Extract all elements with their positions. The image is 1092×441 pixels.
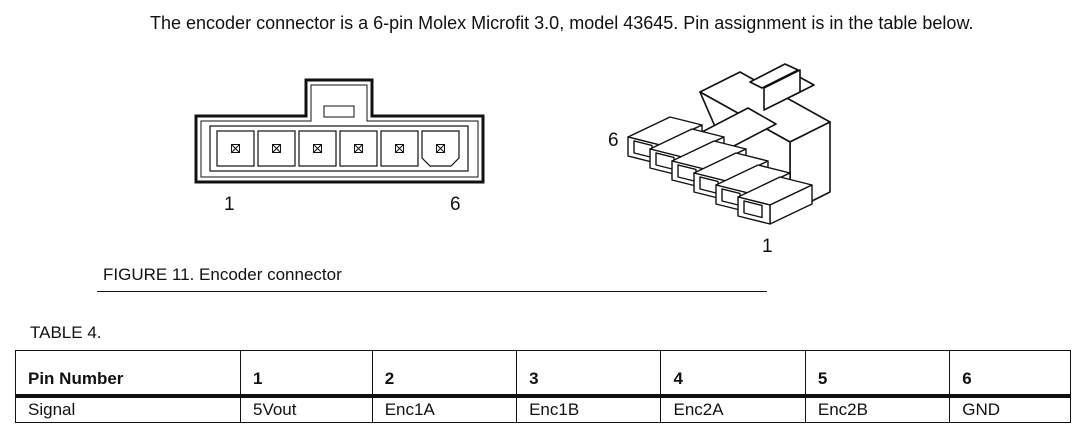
header-cell: 5: [804, 350, 951, 398]
isometric-pin-1-label: 1: [762, 236, 773, 257]
header-cell: 6: [949, 350, 1071, 398]
header-cell: 4: [660, 350, 806, 398]
table-cell: Enc2A: [660, 396, 806, 423]
table-cell: Enc2B: [804, 396, 951, 423]
connector-isometric-view-figure: [627, 63, 831, 225]
table-cell: GND: [949, 396, 1071, 423]
header-cell: 2: [371, 350, 518, 398]
caption-divider: [97, 291, 767, 292]
front-view-pin-1-label: 1: [224, 194, 235, 215]
pin-assignment-table: Pin Number 1 2 3 4 5 6 Signal 5Vout Enc1…: [15, 350, 1071, 423]
connector-front-view-figure: [194, 78, 485, 184]
table-cell: 5Vout: [240, 396, 373, 423]
table-header-row: Pin Number 1 2 3 4 5 6: [15, 350, 1071, 398]
table-title: TABLE 4.: [30, 323, 102, 342]
header-cell: 3: [516, 350, 662, 398]
table-cell: Enc1A: [371, 396, 518, 423]
header-cell: Pin Number: [15, 350, 241, 398]
table-cell: Signal: [15, 396, 241, 423]
table-row: Signal 5Vout Enc1A Enc1B Enc2A Enc2B GND: [15, 396, 1071, 423]
intro-text: The encoder connector is a 6-pin Molex M…: [150, 13, 974, 33]
figure-caption: FIGURE 11. Encoder connector: [103, 265, 342, 284]
front-view-pin-6-label: 6: [450, 194, 461, 215]
table-cell: Enc1B: [516, 396, 662, 423]
isometric-pin-6-label: 6: [608, 130, 619, 151]
header-cell: 1: [240, 350, 373, 398]
